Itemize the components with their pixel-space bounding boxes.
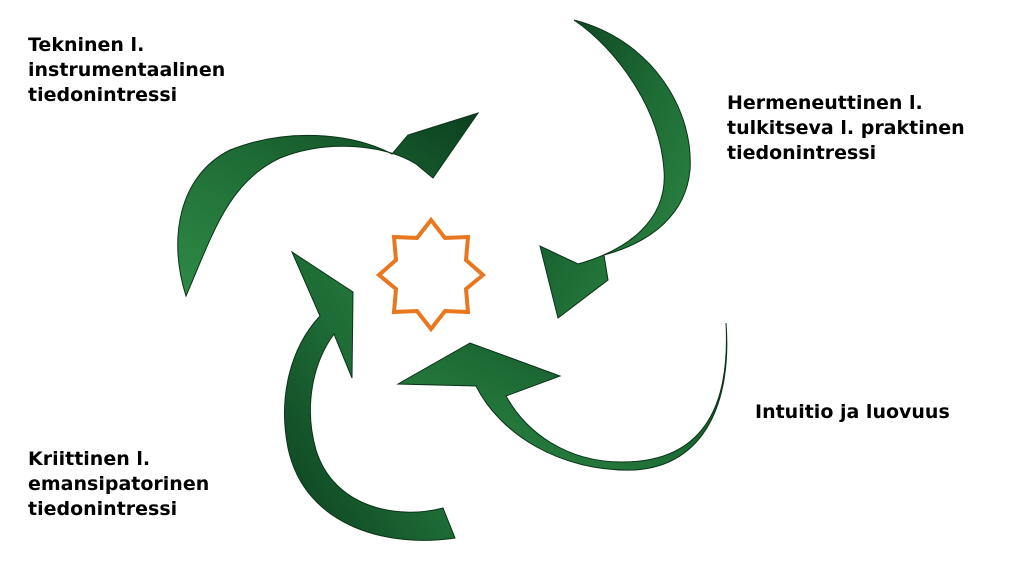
critical-interest-label: Kriittinen l. emansipatorinen tiedonintr… (28, 447, 209, 522)
label-line: Intuitio ja luovuus (755, 401, 950, 423)
curved-arrow-icon (539, 19, 691, 319)
label-line: tiedonintressi (28, 498, 178, 520)
label-line: Kriittinen l. (28, 448, 151, 470)
label-line: Hermeneuttinen l. (727, 92, 923, 114)
eight-point-star-icon (375, 216, 487, 333)
intuition-creativity-label: Intuitio ja luovuus (755, 400, 950, 425)
curved-arrow-icon (284, 250, 456, 541)
curved-arrow-icon (177, 112, 480, 298)
curved-arrow-icon (396, 322, 728, 471)
label-line: tulkitseva l. praktinen (727, 117, 965, 139)
hermeneutic-interest-label: Hermeneuttinen l. tulkitseva l. praktine… (727, 91, 965, 166)
label-line: tiedonintressi (28, 84, 178, 106)
technical-interest-label: Tekninen l. instrumentaalinen tiedonintr… (28, 33, 225, 108)
label-line: tiedonintressi (727, 142, 877, 164)
label-line: instrumentaalinen (28, 59, 226, 81)
label-line: emansipatorinen (28, 473, 210, 495)
label-line: Tekninen l. (28, 34, 145, 56)
